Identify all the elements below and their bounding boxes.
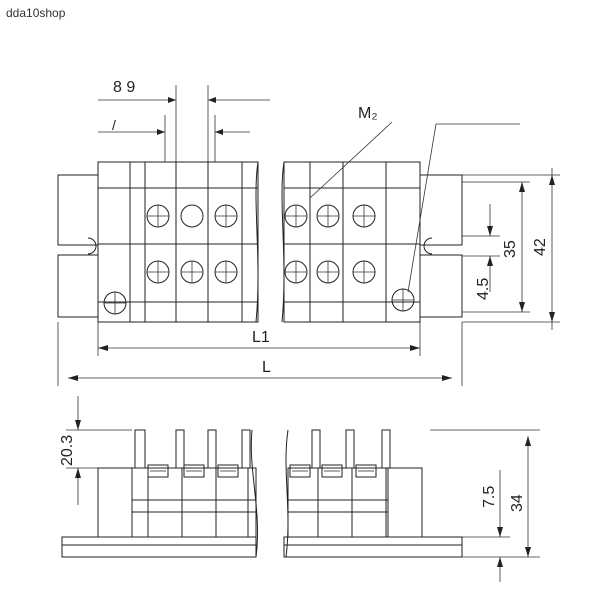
dim-34-label: 34 [509, 494, 526, 512]
left-mount-slot [87, 237, 97, 255]
dim-42-label: 42 [532, 238, 549, 256]
screw-leader [309, 121, 393, 199]
front-break-right [285, 429, 289, 558]
pitch-dimension [98, 85, 270, 162]
right-body [283, 161, 421, 323]
top-view: 8 9 / M₂ L1 L 42 35 [57, 79, 560, 386]
screw-size-label: M₂ [358, 105, 378, 122]
left-base [61, 536, 257, 558]
screw-row-lower-right [284, 260, 376, 284]
l1-label: L1 [252, 329, 270, 346]
right-flange-lower [419, 254, 463, 318]
left-flange-upper [57, 174, 99, 246]
dim-20-3-label: 20.3 [59, 435, 76, 466]
screw-row-upper-right [284, 204, 376, 228]
break-line-left [255, 161, 259, 323]
break-line-right [281, 161, 285, 323]
right-mount-slot [423, 237, 433, 255]
dim-7-5-label: 7.5 [481, 486, 498, 508]
screw-row-upper-left [146, 204, 238, 228]
front-break-left [250, 429, 259, 558]
small-mark: / [112, 117, 116, 133]
right-flange-upper [419, 174, 463, 246]
left-flange-lower [57, 254, 99, 318]
pitch-label: 8 9 [113, 79, 135, 96]
shop-watermark: dda10shop [6, 6, 66, 20]
front-view: 20.3 34 7.5 [59, 396, 540, 582]
right-front-body [287, 467, 389, 538]
right-base [283, 536, 463, 558]
dim-4-5-label: 4.5 [475, 278, 492, 300]
screw-row-lower-left [146, 260, 238, 284]
dim-35-label: 35 [502, 240, 519, 258]
mount-leader [407, 123, 437, 293]
left-front-body [131, 467, 257, 538]
l-label: L [262, 359, 271, 376]
left-body [97, 161, 259, 323]
